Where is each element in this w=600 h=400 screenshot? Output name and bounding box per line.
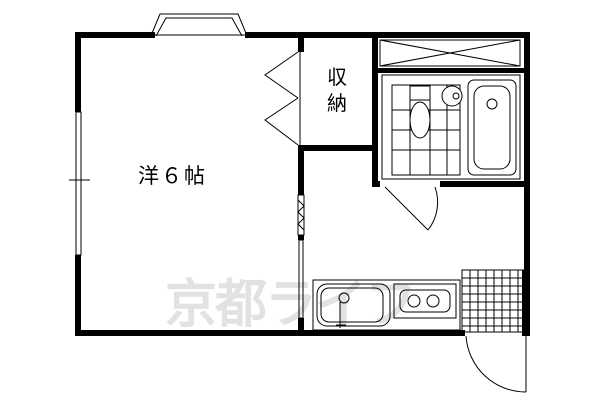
closet-doors: [264, 51, 301, 146]
closet-top: [379, 39, 521, 67]
walls: [75, 32, 530, 336]
bath-door: [384, 186, 439, 231]
room-label-storage: 収納: [327, 65, 347, 115]
room-label-western: 洋６帖: [138, 164, 207, 188]
kitchen-counter: [312, 279, 461, 331]
watermark: 京都ライフ: [165, 275, 417, 335]
window-left: [69, 111, 90, 256]
entrance: [461, 269, 530, 393]
sliding-door: [297, 194, 305, 319]
bath-unit: [381, 74, 521, 180]
window-top: [149, 13, 249, 39]
